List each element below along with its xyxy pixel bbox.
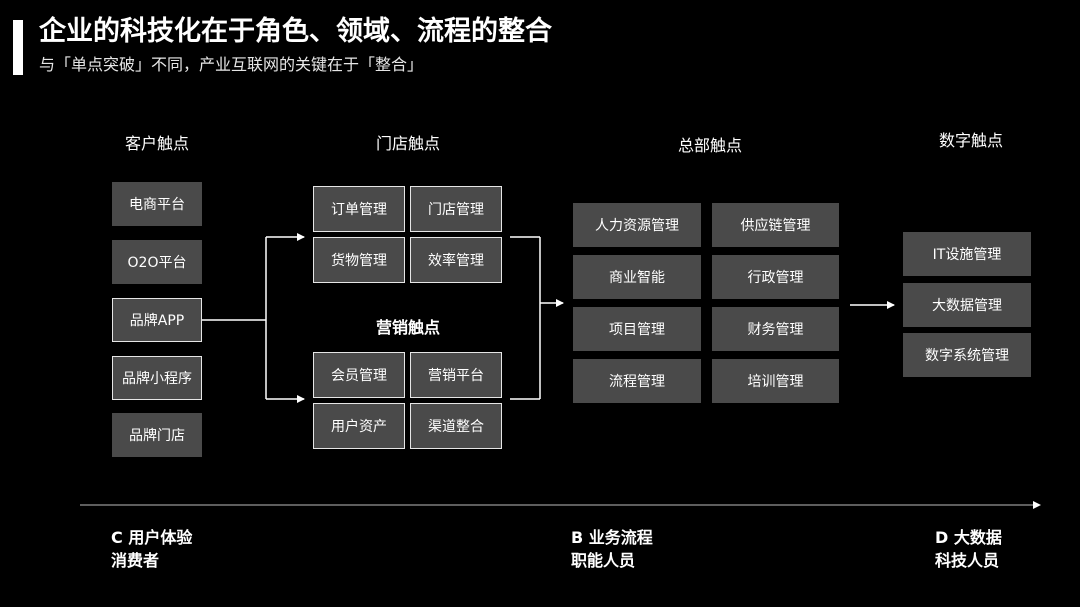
customer-item-brand-app: 品牌APP (112, 298, 202, 342)
timeline-b-line1: B 业务流程 (571, 528, 653, 547)
hq-item-business-intelligence: 商业智能 (573, 255, 701, 299)
hq-item-hr-mgmt: 人力资源管理 (573, 203, 701, 247)
timeline-b-line2: 职能人员 (571, 551, 636, 570)
hq-touchpoint-title: 总部触点 (677, 136, 742, 155)
store-item-goods-mgmt: 货物管理 (313, 237, 405, 283)
hq-item-training-mgmt: 培训管理 (712, 359, 839, 403)
hq-item-finance-mgmt: 财务管理 (712, 307, 839, 351)
store-item-order-mgmt: 订单管理 (313, 186, 405, 232)
marketing-touchpoint-title: 营销触点 (375, 318, 440, 337)
marketing-item-channel-integration: 渠道整合 (410, 403, 502, 449)
hq-item-process-mgmt: 流程管理 (573, 359, 701, 403)
timeline-label-c: C 用户体验 消费者 (111, 526, 192, 572)
title-accent-bar (13, 20, 23, 75)
timeline-d-line2: 科技人员 (935, 551, 1000, 570)
digital-item-digital-system-mgmt: 数字系统管理 (903, 333, 1031, 377)
customer-item-ecommerce: 电商平台 (112, 182, 202, 226)
timeline-c-line1: C 用户体验 (111, 528, 193, 547)
marketing-item-member-mgmt: 会员管理 (313, 352, 405, 398)
store-item-store-mgmt: 门店管理 (410, 186, 502, 232)
customer-item-mini-program: 品牌小程序 (112, 356, 202, 400)
hq-item-admin-mgmt: 行政管理 (712, 255, 839, 299)
customer-touchpoint-title: 客户触点 (124, 134, 189, 153)
marketing-item-marketing-platform: 营销平台 (410, 352, 502, 398)
customer-item-brand-store: 品牌门店 (112, 413, 202, 457)
timeline-label-b: B 业务流程 职能人员 (571, 526, 653, 572)
page-title: 企业的科技化在于角色、领域、流程的整合 (39, 16, 552, 47)
digital-touchpoint-title: 数字触点 (938, 131, 1003, 150)
digital-item-big-data-mgmt: 大数据管理 (903, 283, 1031, 327)
customer-item-o2o: O2O平台 (112, 240, 202, 284)
store-item-efficiency-mgmt: 效率管理 (410, 237, 502, 283)
hq-item-project-mgmt: 项目管理 (573, 307, 701, 351)
hq-item-supply-chain-mgmt: 供应链管理 (712, 203, 839, 247)
marketing-item-user-assets: 用户资产 (313, 403, 405, 449)
page-subtitle: 与「单点突破」不同，产业互联网的关键在于「整合」 (39, 55, 424, 74)
timeline-d-line1: D 大数据 (935, 528, 1002, 547)
timeline-label-d: D 大数据 科技人员 (935, 526, 1002, 572)
digital-item-it-infra-mgmt: IT设施管理 (903, 232, 1031, 276)
timeline-c-line2: 消费者 (111, 551, 160, 570)
store-touchpoint-title: 门店触点 (375, 134, 440, 153)
